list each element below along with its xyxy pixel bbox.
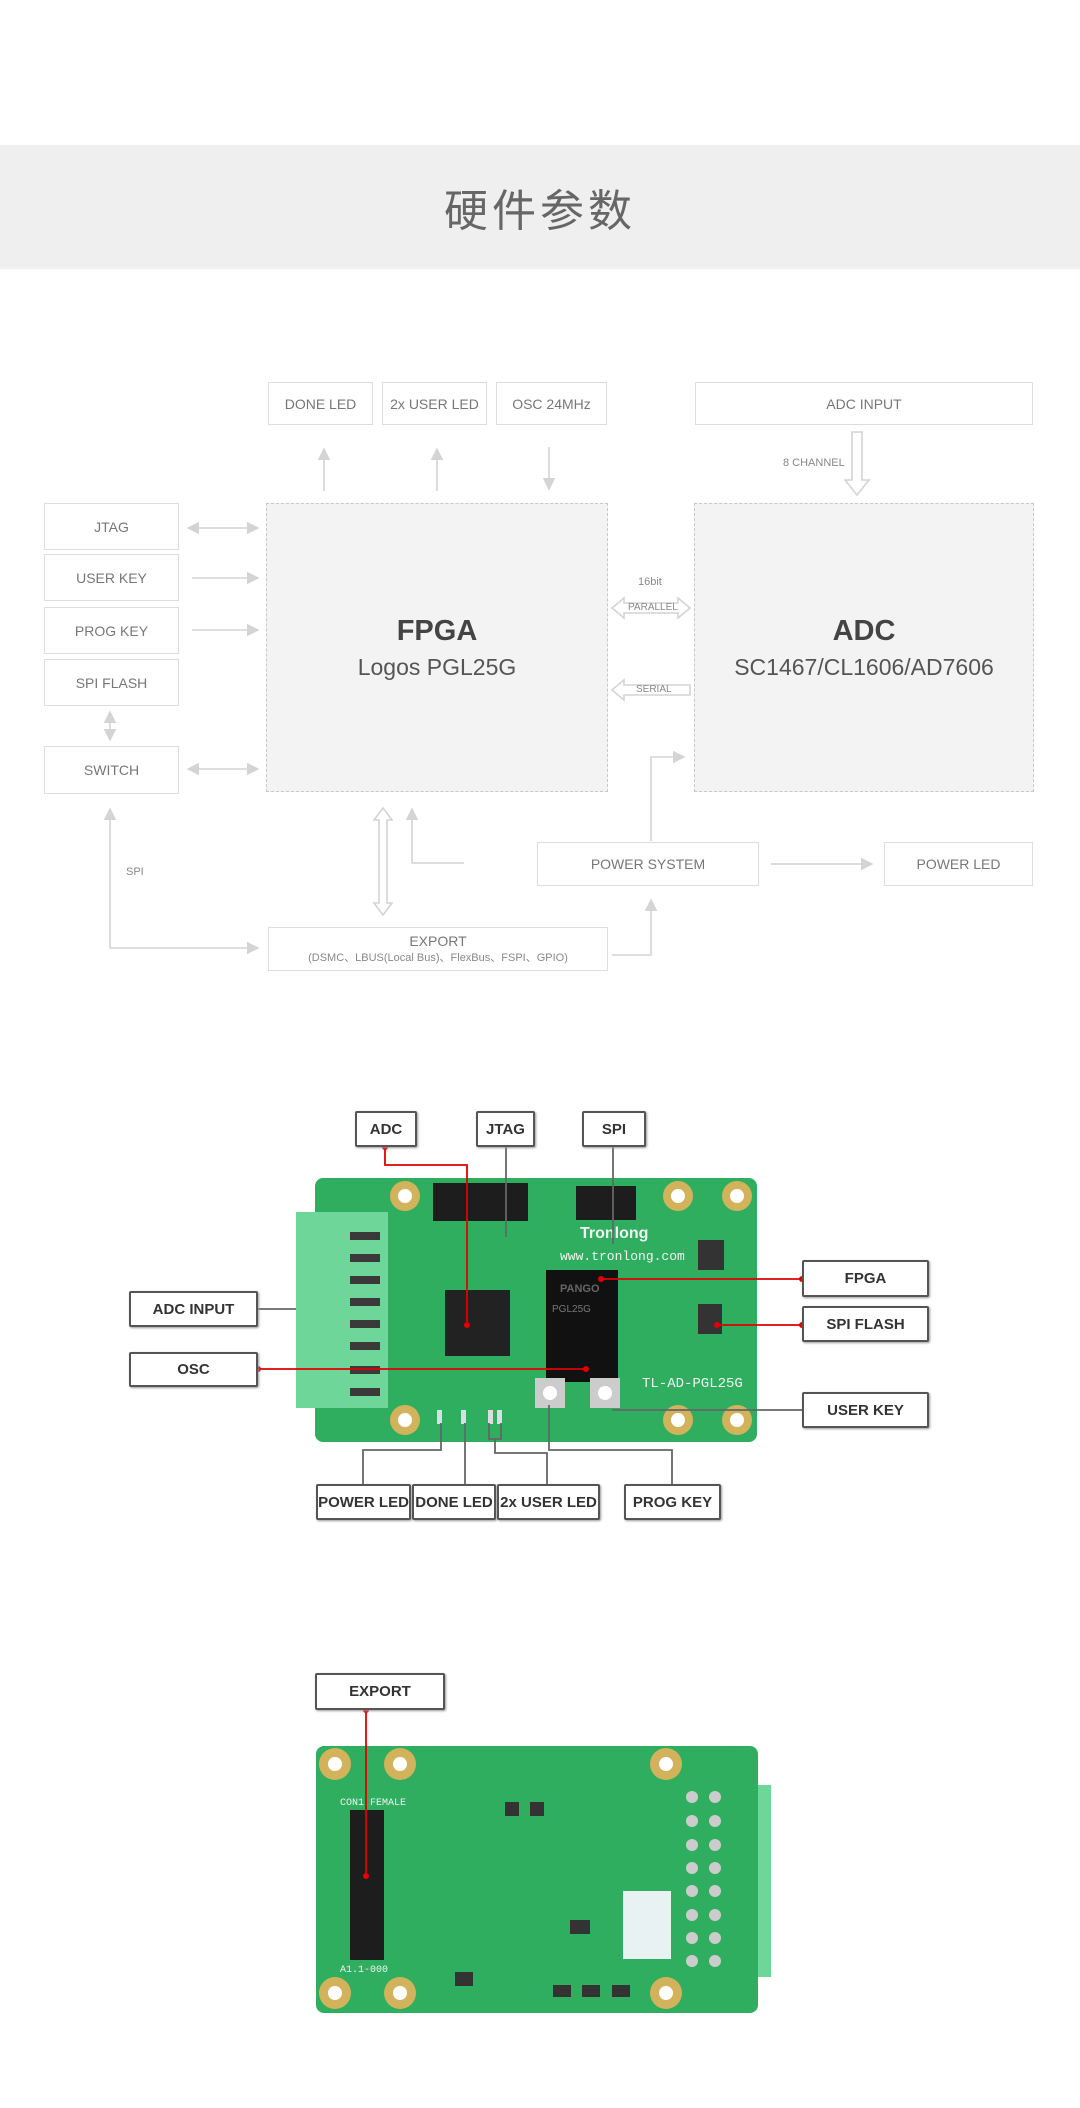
leader-user-led-join	[494, 1439, 548, 1484]
leader-power-led	[362, 1423, 442, 1484]
chip-part: PGL25G	[552, 1304, 591, 1315]
hollow-arrow-serial	[610, 678, 691, 702]
user-key-box: USER KEY	[44, 554, 179, 601]
fpga-block: FPGA Logos PGL25G	[266, 503, 608, 792]
bus-width-label: 16bit	[638, 576, 662, 588]
power-system-box: POWER SYSTEM	[537, 842, 759, 886]
line-power-adc	[650, 750, 686, 841]
leader-user-led	[488, 1423, 502, 1440]
label: OSC 24MHz	[512, 395, 591, 412]
hollow-arrow-parallel	[610, 596, 692, 620]
label: ADC INPUT	[826, 395, 902, 412]
export-title: EXPORT	[409, 933, 467, 949]
callout-user-led: 2x USER LED	[497, 1484, 600, 1520]
label: POWER LED	[916, 856, 1001, 872]
switch-box: SWITCH	[44, 746, 179, 794]
silkscreen-brand: Tronlong	[580, 1225, 648, 1242]
osc-box: OSC 24MHz	[496, 382, 607, 425]
hollow-arrow-export	[372, 806, 394, 917]
callout-fpga: FPGA	[802, 1260, 929, 1297]
done-led-box: DONE LED	[268, 382, 373, 425]
callout-osc: OSC	[129, 1352, 258, 1387]
label: OSC	[177, 1361, 210, 1378]
callout-jtag: JTAG	[476, 1111, 535, 1147]
adc-title: ADC	[832, 614, 896, 647]
hollow-arrow-adc-input	[843, 431, 871, 497]
prog-key-box: PROG KEY	[44, 607, 179, 654]
line-power-fpga	[405, 807, 464, 864]
spi-flash-box: SPI FLASH	[44, 659, 179, 706]
adc-input-box: ADC INPUT	[695, 382, 1033, 425]
callout-adc-input: ADC INPUT	[129, 1291, 258, 1327]
user-led-box: 2x USER LED	[382, 382, 487, 425]
label: SPI FLASH	[75, 674, 148, 691]
silkscreen-version: A1.1-000	[340, 1965, 388, 1976]
serial-label: SERIAL	[636, 684, 672, 695]
label: ADC	[369, 1120, 403, 1138]
callout-done-led: DONE LED	[412, 1484, 496, 1520]
line-export-power	[612, 898, 658, 956]
callout-export: EXPORT	[315, 1673, 445, 1710]
fpga-title: FPGA	[396, 614, 478, 647]
section-header: 硬件参数	[0, 145, 1080, 269]
power-led-box: POWER LED	[884, 842, 1033, 886]
adc-block: ADC SC1467/CL1606/AD7606	[694, 503, 1034, 792]
jtag-box: JTAG	[44, 503, 179, 550]
label: SPI	[601, 1120, 627, 1138]
label: POWER SYSTEM	[590, 856, 706, 872]
silkscreen-connector: CON1 FEMALE	[340, 1798, 406, 1809]
page-title: 硬件参数	[444, 186, 636, 237]
spi-label: SPI	[126, 866, 144, 878]
callout-spi: SPI	[582, 1111, 646, 1147]
callout-spi-flash: SPI FLASH	[802, 1306, 929, 1342]
label: SPI FLASH	[826, 1315, 905, 1333]
label: JTAG	[486, 1120, 525, 1138]
callout-power-led: POWER LED	[316, 1484, 411, 1520]
fpga-subtitle: Logos PGL25G	[357, 653, 517, 680]
export-subtitle: (DSMC、LBUS(Local Bus)、FlexBus、FSPI、GPIO)	[308, 952, 568, 964]
callout-prog-key: PROG KEY	[624, 1484, 721, 1520]
silkscreen-model: TL-AD-PGL25G	[642, 1376, 743, 1392]
label: JTAG	[94, 518, 129, 535]
label: PROG KEY	[74, 622, 149, 639]
export-box: EXPORT (DSMC、LBUS(Local Bus)、FlexBus、FSPI…	[268, 927, 608, 971]
label: ADC INPUT	[152, 1300, 235, 1318]
label: DONE LED	[415, 1493, 493, 1511]
label: DONE LED	[284, 395, 357, 412]
channel-label: 8 CHANNEL	[783, 457, 845, 469]
line-spi	[103, 807, 260, 955]
silkscreen-url: www.tronlong.com	[560, 1249, 685, 1264]
chip-brand: PANGO	[560, 1283, 600, 1295]
label: USER KEY	[827, 1401, 904, 1419]
label: PROG KEY	[632, 1493, 713, 1511]
callout-adc: ADC	[355, 1111, 417, 1147]
label: 2x USER LED	[500, 1493, 597, 1511]
leader-adc	[384, 1147, 468, 1325]
parallel-label: PARALLEL	[628, 602, 678, 613]
adc-subtitle: SC1467/CL1606/AD7606	[734, 653, 994, 680]
label: POWER LED	[318, 1493, 409, 1511]
diagram-connectors	[103, 431, 874, 956]
label: 2x USER LED	[390, 395, 479, 412]
label: USER KEY	[76, 569, 147, 586]
callout-user-key: USER KEY	[802, 1392, 929, 1428]
label: SWITCH	[83, 762, 140, 778]
label: EXPORT	[349, 1683, 411, 1700]
leader-prog-key	[548, 1405, 673, 1484]
label: FPGA	[844, 1270, 887, 1287]
